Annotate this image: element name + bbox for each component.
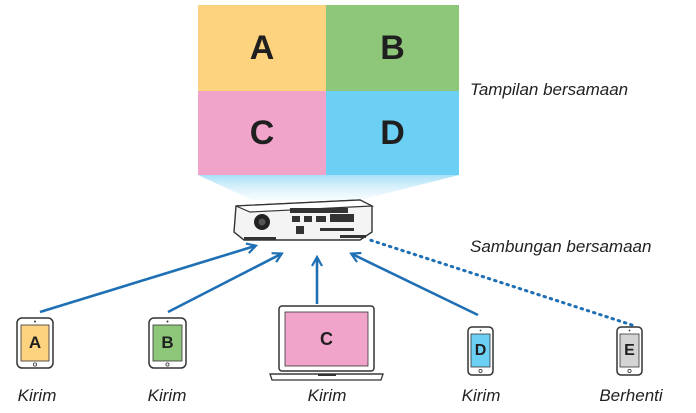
device-c-caption: Kirim <box>307 386 347 405</box>
projector-icon <box>233 199 375 241</box>
tablet-b-screen-label: B <box>161 333 174 352</box>
device-a-caption: Kirim <box>17 386 57 405</box>
connection-caption: Sambungan bersamaan <box>470 237 652 256</box>
phone-d-screen-label: D <box>474 341 487 359</box>
phone-e-screen-label: E <box>624 341 635 359</box>
display-quadrant-a: A <box>198 5 326 91</box>
arrow-device-b <box>167 254 281 314</box>
display-quadrant-d: D <box>326 91 459 175</box>
display-quadrant-b: B <box>326 5 459 91</box>
laptop-c-screen-label: C <box>320 328 333 349</box>
phone-e-icon <box>616 326 643 376</box>
device-d-caption: Kirim <box>461 386 501 405</box>
dotted-line-device-e <box>368 238 634 327</box>
tablet-b-icon <box>148 317 187 369</box>
display-quadrant-c: C <box>198 91 326 175</box>
phone-d-icon <box>467 326 494 376</box>
arrow-device-a <box>39 246 255 314</box>
device-b-caption: Kirim <box>147 386 187 405</box>
laptop-c-icon <box>269 305 384 381</box>
projection-beam <box>198 175 459 200</box>
tablet-a-screen-label: A <box>28 333 42 352</box>
tablet-a-icon <box>16 317 54 369</box>
device-e-caption: Berhenti <box>599 386 663 405</box>
arrow-device-d <box>352 254 479 317</box>
display-caption: Tampilan bersamaan <box>470 80 629 99</box>
